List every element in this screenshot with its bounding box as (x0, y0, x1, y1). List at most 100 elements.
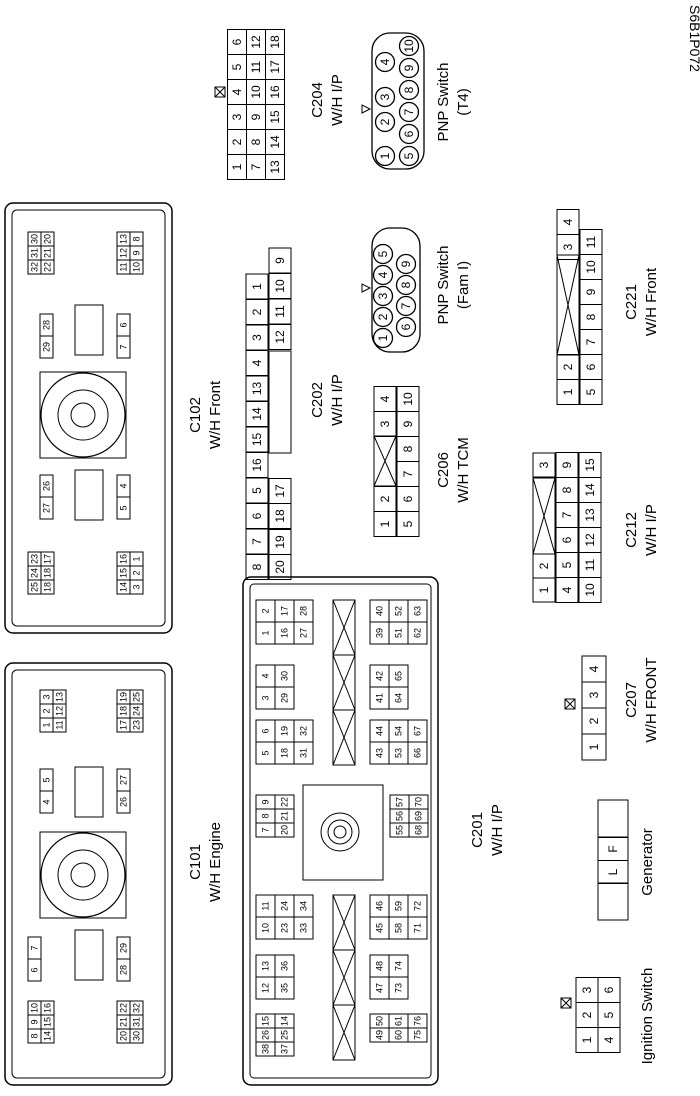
pin-circle (374, 86, 396, 108)
pin-number: 3 (580, 986, 594, 993)
pin-number: 2 (378, 118, 392, 125)
pin-number: 13 (250, 382, 264, 396)
pin-circle (395, 253, 417, 275)
pin-number: 2 (376, 313, 390, 320)
pin-number: 7 (560, 511, 574, 518)
pin-number: 5 (584, 388, 598, 395)
pin-number: 17 (280, 606, 290, 616)
pin-number: 25 (132, 692, 142, 702)
c221-label: C221 (623, 284, 640, 320)
connector-c101: 1098161514222120323130762928542726321131… (4, 662, 224, 1086)
pin-number: 5 (376, 250, 390, 257)
pin-number: 1 (378, 152, 392, 159)
pin-number: 22 (43, 262, 53, 272)
pin-number: 38 (261, 1044, 271, 1054)
pin-number: 10 (30, 1003, 40, 1013)
c201-sublabel: W/H I/P (489, 804, 506, 856)
blank-cavity (556, 254, 580, 356)
pin-number: 9 (249, 113, 263, 120)
pin-circle (398, 123, 420, 145)
pin-cell (274, 822, 295, 838)
pin-number: 18 (119, 706, 129, 716)
pin-number: 50 (375, 1016, 385, 1026)
pin-number: 16 (119, 554, 129, 564)
pin-number: 10 (584, 260, 598, 274)
pin-number: 8 (584, 313, 598, 320)
pin-number: 51 (394, 628, 404, 638)
pin-number: 6 (230, 38, 244, 45)
pin-circle (398, 57, 420, 79)
pin-number: 2 (250, 308, 264, 315)
c212-sublabel: W/H I/P (643, 504, 660, 556)
pin-cell (39, 335, 54, 359)
pin-number: 7 (30, 945, 40, 950)
pin-number: 4 (119, 483, 129, 488)
pin-number: 2 (261, 608, 271, 613)
pin-cell (578, 452, 602, 478)
pin-number: 5 (402, 152, 416, 159)
pin-number: 16 (268, 85, 282, 99)
pin-cell (268, 529, 292, 555)
pin-circle (395, 316, 417, 338)
pin-number: 21 (119, 1017, 129, 1027)
pin-number: 6 (399, 323, 413, 330)
pin-cell (579, 229, 603, 255)
pin-number: 10 (273, 279, 287, 293)
pin-number: 10 (249, 85, 263, 99)
pin-number: 42 (375, 671, 385, 681)
connector-generator: LF (597, 799, 629, 921)
pin-number: 7 (402, 108, 416, 115)
pin-number: 43 (375, 748, 385, 758)
latch-mark (564, 698, 576, 710)
pin-number: 70 (414, 797, 424, 807)
pin-number: 11 (249, 60, 263, 73)
pin-number: 14 (583, 483, 597, 497)
pin-number: 17 (43, 554, 53, 564)
pin-number: 21 (280, 811, 290, 821)
pin-number: 15 (119, 568, 129, 578)
pin-1-marker (361, 104, 372, 114)
pin-number: 4 (261, 673, 271, 678)
pin-cell (274, 686, 295, 710)
pin-circle (398, 35, 420, 57)
c204-sublabel: W/H I/P (329, 74, 346, 126)
pin-cell (129, 1028, 144, 1044)
pin-number: 4 (378, 58, 392, 65)
c102-label: C102 (187, 397, 204, 433)
pin-number: 39 (375, 628, 385, 638)
pin-number: 72 (413, 901, 423, 911)
blank-cross (332, 599, 356, 656)
pin-cell (407, 916, 428, 940)
pin-number: 9 (30, 1019, 40, 1024)
latch (564, 698, 576, 710)
pin-number: 11 (273, 305, 287, 318)
pin-number: 24 (280, 901, 290, 911)
pin-cell (116, 958, 131, 982)
pin-number: 1 (580, 1036, 594, 1043)
pin-number: 8 (30, 1033, 40, 1038)
pin-number: 29 (280, 693, 290, 703)
pin-number: 74 (394, 961, 404, 971)
pin-circle (395, 274, 417, 296)
pin-number: 6 (560, 536, 574, 543)
pin-number: 2 (378, 495, 392, 502)
pin-number: 29 (42, 342, 52, 352)
pin-number: 4 (587, 665, 601, 672)
pnp-fam-sublabel: (Fam I) (455, 261, 472, 309)
pin-number: 18 (268, 35, 282, 49)
pin-number: 5 (602, 1011, 616, 1018)
blank-cavity (332, 1004, 356, 1061)
pin-number: 26 (119, 797, 129, 807)
pin-number: 8 (402, 86, 416, 93)
pin-number: 4 (376, 271, 390, 278)
pin-number: 32 (132, 1003, 142, 1013)
pin-number: 41 (375, 693, 385, 703)
pin-circle (372, 306, 394, 328)
c201-label: C201 (469, 812, 486, 848)
c101-label: C101 (187, 844, 204, 880)
pin-number: 1 (230, 163, 244, 170)
pin-number: 76 (413, 1016, 423, 1026)
pin-number: 26 (42, 481, 52, 491)
pin-number: 8 (249, 138, 263, 145)
